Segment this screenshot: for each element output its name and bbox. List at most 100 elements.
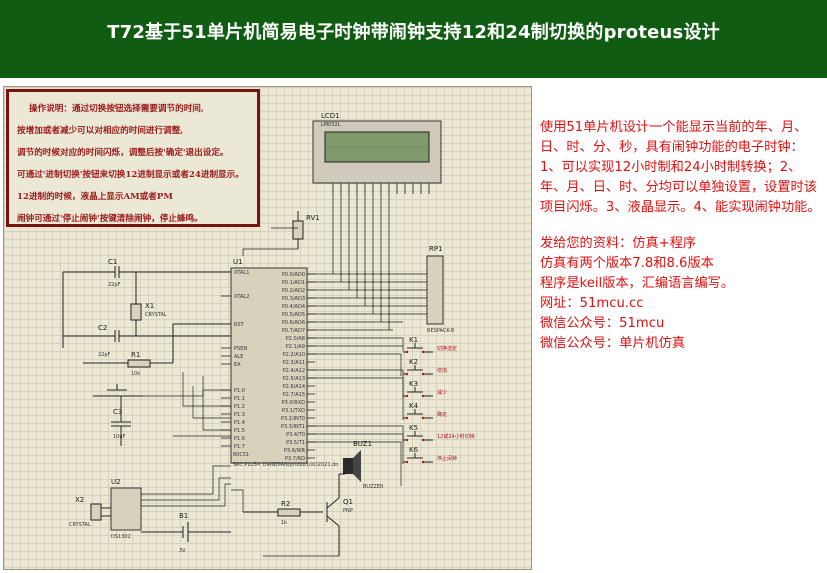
potentiometer-rv1[interactable]: RV1 (292, 211, 320, 249)
resource-line: 程序是keil版本，汇编语言编写。 (540, 276, 735, 291)
mcu-pin-label: P0.0/AD0 (282, 272, 305, 278)
c1-value: 22pF (108, 282, 121, 288)
mcu-pin-label: RST (234, 322, 245, 328)
q1-ref: Q1 (343, 498, 353, 506)
key-label: 增加 (437, 367, 447, 374)
key-label: 12或24小时切换 (437, 433, 475, 440)
mcu-pin-label: P1.5 (234, 428, 245, 434)
rv1-ref: RV1 (306, 214, 320, 222)
mcu-pin-label: XTAL1 (234, 270, 249, 276)
mcu-pin-label: P1.6 (234, 436, 245, 442)
mcu-pin-label: P1.2 (234, 404, 245, 410)
key-ref: K1 (409, 336, 418, 344)
instructions-panel: 操作说明：通过切换按钮选择需要调节的时间, 按增加或者减少可以对相应的时间进行调… (6, 89, 260, 227)
description-panel: 使用51单片机设计一个能显示当前的年、月、日、时、分、秒，具有闹钟功能的电子时钟… (540, 118, 824, 354)
mcu-ref: U1 (233, 258, 243, 266)
crystal-x1[interactable] (130, 272, 142, 336)
mcu-pin-label: P2.1/A9 (286, 344, 305, 350)
mcu-pin-label: P2.5/A13 (283, 376, 305, 382)
b1-ref: B1 (179, 512, 188, 520)
description-intro: 使用51单片机设计一个能显示当前的年、月、日、时、分、秒，具有闹钟功能的电子时钟… (540, 120, 821, 215)
note-line: 调节的时候对应的时间闪烁，调整后按'确定'退出设定。 (17, 148, 229, 158)
reset-button[interactable] (93, 384, 143, 397)
note-line: 按增加或者减少可以对相应的时间进行调整, (17, 126, 184, 136)
mcu-pin-label: P3.0/RXD (282, 400, 306, 406)
resistor-network-rp1[interactable]: RP1 RESPACK-8 (426, 245, 454, 334)
key-switch-2[interactable]: K2 增加 (403, 358, 447, 376)
mcu-pin-label: P2.4/A12 (283, 368, 305, 374)
mcu-pin-label: P0.3/AD3 (282, 296, 305, 302)
page-title: T72基于51单片机简易电子时钟带闹钟支持12和24制切换的proteus设计 (107, 22, 720, 43)
r2-ref: R2 (281, 500, 290, 508)
mcu-pin-label: P0.4/AD4 (282, 304, 305, 310)
c2-value: 22pF (98, 352, 111, 358)
lcd-model: LM032L (321, 122, 341, 128)
key-ref: K4 (409, 402, 419, 410)
transistor-q1[interactable] (326, 474, 340, 556)
x1-ref: X1 (145, 302, 154, 310)
c3-value: 10uF (113, 434, 126, 440)
key-label: 确定 (437, 411, 447, 418)
mcu-pin-label: P2.0/A8 (286, 336, 305, 342)
resource-line: 发给您的资料：仿真+程序 (540, 236, 697, 251)
key-label: 减少 (437, 389, 447, 396)
lcd-ref: LCD1 (321, 112, 340, 120)
u2-model: DS1302 (111, 534, 131, 540)
note-line: 可通过'进制切换'按钮来切换12进制显示或者24进制显示。 (17, 170, 244, 180)
mcu-pin-label: P2.6/A14 (283, 384, 305, 390)
b1-value: 3V (179, 548, 186, 554)
resistor-r1[interactable] (83, 323, 231, 368)
mcu-pin-label: P0.5/AD5 (282, 312, 305, 318)
website-line[interactable]: 网址：51mcu.cc (540, 296, 644, 311)
buzzer-ref: BUZ1 (353, 440, 372, 448)
circuit-diagram: LCD1 LM032L RV1 U1 80C51 SRC:PLUS< DIAND… (62, 112, 475, 557)
mcu-pin-label: P2.7/A15 (283, 392, 305, 398)
r1-value: 10k (131, 371, 140, 377)
mcu-pin-label: P3.5/T1 (286, 440, 305, 446)
key-ref: K5 (409, 424, 418, 432)
mcu-pin-label: P1.1 (234, 396, 245, 402)
capacitor-c3[interactable] (111, 396, 131, 446)
note-line: 12进制的时候，液晶上显示AM或者PM (17, 192, 173, 202)
capacitor-c1[interactable] (63, 266, 231, 278)
mcu-pin-label: P3.3/INT1 (281, 424, 305, 430)
mcu-pin-label: P3.7/RD (285, 456, 305, 462)
mcu-pin-label: P2.3/A11 (283, 360, 305, 366)
mcu-pin-label: P1.3 (234, 412, 245, 418)
wechat-line: 微信公众号：51mcu (540, 316, 665, 331)
note-line: 操作说明：通过切换按钮选择需要调节的时间, (29, 104, 204, 114)
mcu-pin-label: P0.2/AD2 (282, 288, 305, 294)
rtc-u2[interactable]: U2 DS1302 (110, 478, 142, 540)
key-switch-1[interactable]: K1 切换选定 (403, 336, 457, 354)
rp1-model: RESPACK-8 (427, 328, 454, 334)
key-label: 停止闹钟 (437, 455, 457, 462)
battery-b1[interactable] (141, 522, 231, 542)
key-switch-5[interactable]: K5 12或24小时切换 (403, 424, 475, 442)
buzzer-buz1[interactable] (339, 450, 361, 482)
mcu-pin-label: XTAL2 (234, 294, 249, 300)
mcu-pin-label: P3.4/T0 (286, 432, 305, 438)
mcu-note: SRC:PLUS< DIANDIAN/pruduct/XD2021.dn (233, 462, 338, 468)
mcu-pin-label: EA (234, 362, 241, 368)
c2-ref: C2 (98, 324, 107, 332)
key-label: 切换选定 (437, 345, 457, 352)
crystal-x2[interactable] (90, 503, 111, 521)
resistor-r2[interactable] (243, 508, 323, 517)
buzzer-value: BUZZER (363, 484, 384, 490)
note-line: 闹钟可通过'停止闹钟'按键清除闹钟，停止蜂鸣。 (17, 214, 203, 224)
mcu-pin-label: ALE (234, 354, 243, 360)
lcd-display[interactable]: LCD1 LM032L (312, 112, 442, 184)
mcu-u1[interactable]: U1 80C51 SRC:PLUS< DIANDIAN/pruduct/XD20… (221, 258, 338, 468)
x1-value: CRYSTAL (145, 312, 167, 318)
mcu-pin-label: P0.7/AD7 (282, 328, 305, 334)
mcu-pin-label: PSEN (234, 346, 247, 352)
rp1-ref: RP1 (429, 245, 443, 253)
x2-ref: X2 (75, 496, 84, 504)
x2-value: CRYSTAL (69, 522, 91, 528)
capacitor-c2[interactable] (62, 272, 231, 348)
key-switch-4[interactable]: K4 确定 (403, 402, 447, 420)
mcu-model: 80C51 (233, 452, 249, 458)
key-ref: K2 (409, 358, 418, 366)
